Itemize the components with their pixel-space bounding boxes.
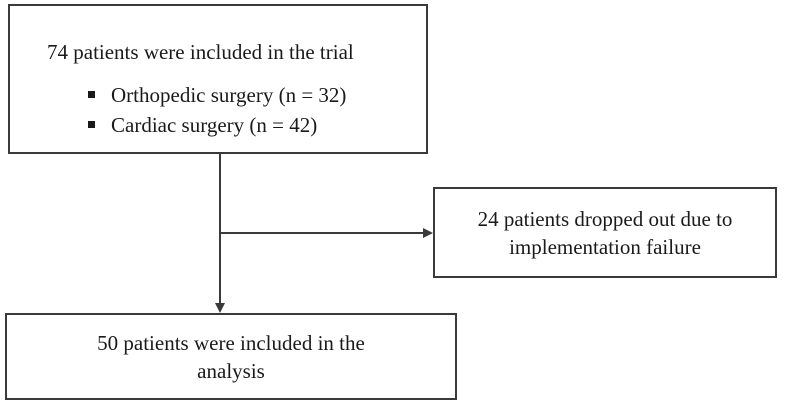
analysis-line: 50 patients were included in the <box>97 330 365 355</box>
dropout-text: 24 patients dropped out due to implement… <box>435 205 775 261</box>
analysis-box: 50 patients were included in the analysi… <box>5 313 457 400</box>
dropout-line: implementation failure <box>509 234 701 259</box>
inclusion-title: 74 patients were included in the trial <box>47 40 354 64</box>
inclusion-box: 74 patients were included in the trial O… <box>8 4 428 154</box>
list-item-label: Cardiac surgery (n = 42) <box>111 113 318 137</box>
list-item-label: Orthopedic surgery (n = 32) <box>111 83 347 107</box>
dropout-line: 24 patients dropped out due to <box>477 206 733 231</box>
list-item: Orthopedic surgery (n = 32) <box>88 80 346 110</box>
list-item: Cardiac surgery (n = 42) <box>88 110 346 140</box>
analysis-line: analysis <box>197 358 265 383</box>
square-bullet-icon <box>88 90 95 98</box>
dropout-box: 24 patients dropped out due to implement… <box>433 187 777 278</box>
surgery-type-list: Orthopedic surgery (n = 32) Cardiac surg… <box>88 80 346 140</box>
analysis-text: 50 patients were included in the analysi… <box>7 329 455 385</box>
square-bullet-icon <box>88 120 95 128</box>
